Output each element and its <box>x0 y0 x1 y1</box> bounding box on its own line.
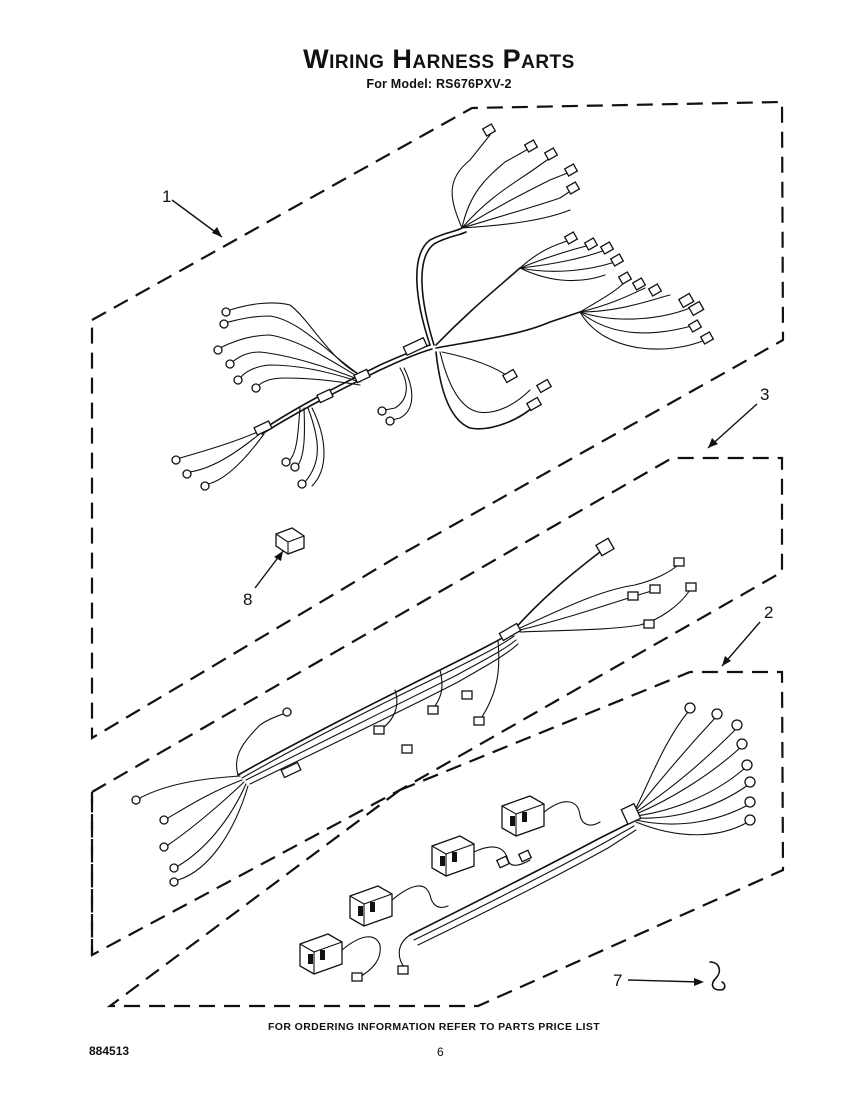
callout-part-2: 2 <box>764 603 773 622</box>
page-number: 6 <box>437 1045 444 1059</box>
wiring-harness-1 <box>171 123 715 491</box>
wiring-harness-3 <box>131 537 697 887</box>
connector-clip-part-8 <box>275 527 305 555</box>
group-outline-harness-1 <box>90 100 785 740</box>
ordering-note: FOR ORDERING INFORMATION REFER TO PARTS … <box>267 1021 601 1033</box>
page-title: Wiring Harness Parts <box>303 44 575 74</box>
group-outline-harness-2 <box>90 670 785 1008</box>
callout-part-1: 1 <box>162 187 171 206</box>
document-number: 884513 <box>89 1044 130 1058</box>
wire-clip-part-7 <box>709 961 726 991</box>
callout-part-3: 3 <box>760 385 769 404</box>
wiring-harness-2 <box>299 702 756 982</box>
callout-part-8: 8 <box>243 590 252 609</box>
callout-part-7: 7 <box>613 971 622 990</box>
model-subtitle: For Model: RS676PXV-2 <box>366 77 512 91</box>
